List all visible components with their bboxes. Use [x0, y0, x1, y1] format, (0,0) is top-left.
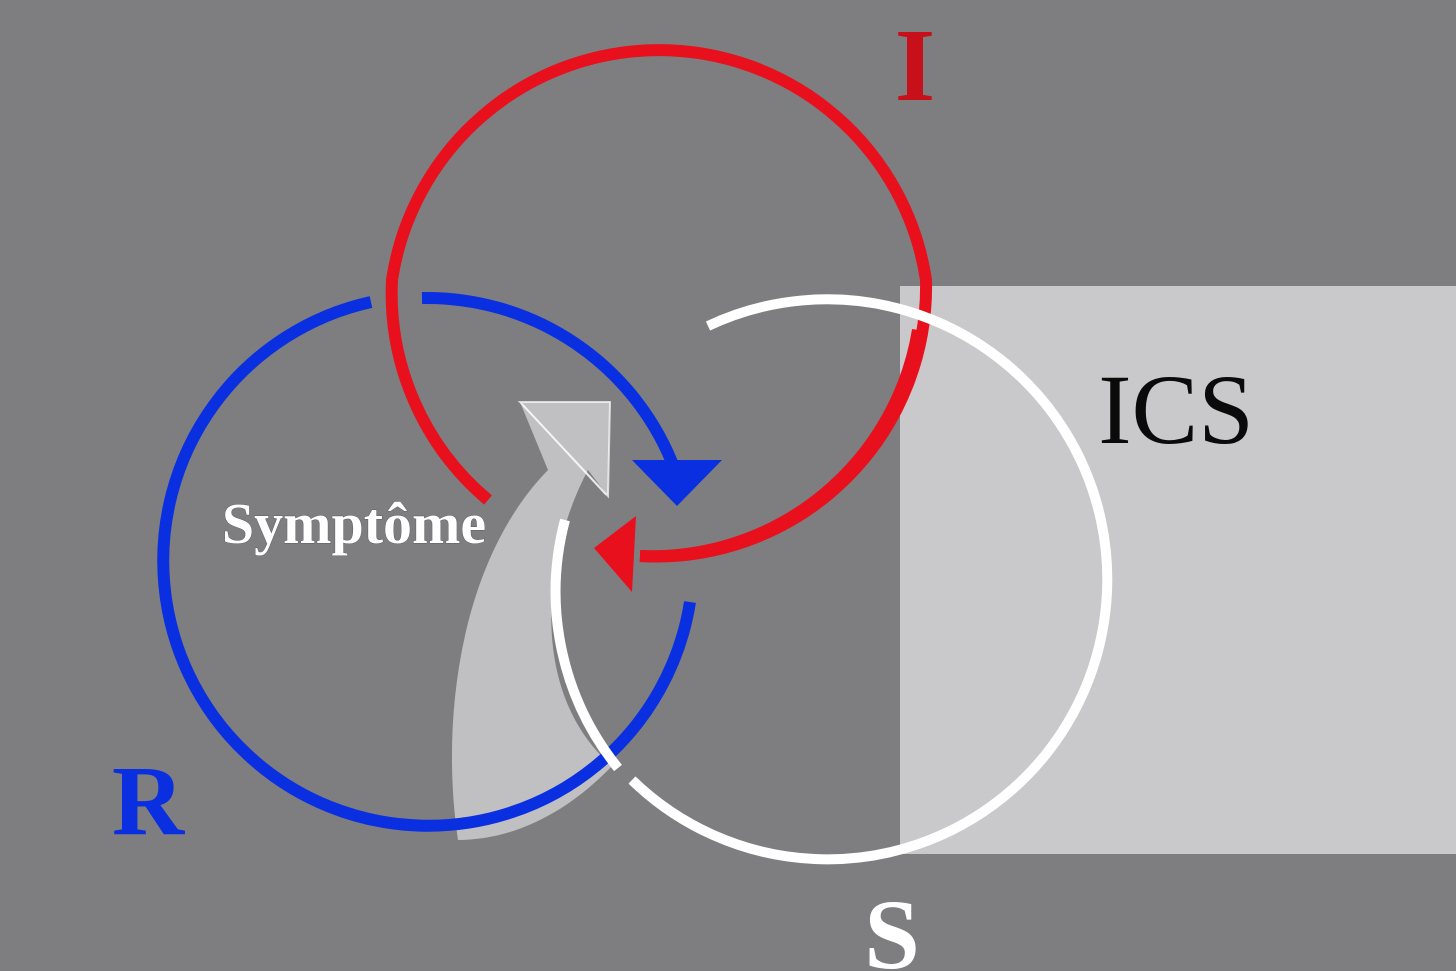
- label-s: S: [864, 879, 920, 971]
- label-symptom: Symptôme: [222, 491, 486, 556]
- blue-arrowhead-icon: [632, 460, 722, 506]
- red-arrowhead-icon: [594, 516, 636, 592]
- symbolic-ring: [550, 294, 1113, 865]
- label-ics: ICS: [1098, 354, 1254, 465]
- label-i: I: [895, 8, 935, 123]
- symptom-arrow-icon: [451, 401, 612, 840]
- imaginary-ring-overlap: [639, 329, 924, 563]
- real-ring: [157, 291, 696, 832]
- ics-panel: [900, 286, 1456, 854]
- label-r: R: [112, 745, 186, 856]
